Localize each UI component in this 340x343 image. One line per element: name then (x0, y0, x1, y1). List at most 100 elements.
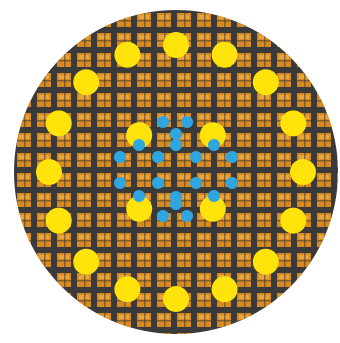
weave-line-v (104, 10, 106, 334)
weave-highlight (79, 35, 89, 39)
inner-blue-dot (181, 210, 193, 222)
weave-tile (17, 93, 31, 107)
weave-tile (57, 293, 71, 307)
weave-tile (17, 73, 31, 87)
weave-line-v (64, 10, 66, 334)
outer-yellow-dot (46, 208, 72, 234)
outer-yellow-dot (114, 276, 140, 302)
weave-tile (57, 13, 71, 27)
weave-tile (257, 333, 271, 343)
weave-line-v (324, 10, 326, 334)
weave-highlight (39, 55, 49, 59)
weave-tile (37, 53, 51, 67)
weave-tile (57, 33, 71, 47)
weave-line-h (14, 20, 338, 22)
weave-tile (317, 313, 331, 327)
outer-yellow-dot (46, 110, 72, 136)
weave-tile (17, 273, 31, 287)
weave-highlight (279, 15, 289, 19)
weave-line-v (84, 10, 86, 334)
weave-tile (17, 13, 31, 27)
weave-tile (317, 253, 331, 267)
weave-highlight (19, 255, 29, 259)
weave-tile (17, 33, 31, 47)
weave-highlight (59, 15, 69, 19)
weave-highlight (239, 15, 249, 19)
weave-line-h (14, 60, 338, 62)
weave-highlight (319, 315, 329, 319)
weave-highlight (19, 315, 29, 319)
weave-tile (277, 33, 291, 47)
weave-highlight (299, 295, 309, 299)
inner-blue-dot (181, 116, 193, 128)
weave-tile (37, 333, 51, 343)
weave-tile (237, 333, 251, 343)
weave-line-v (244, 10, 246, 334)
weave-highlight (99, 15, 109, 19)
outer-yellow-dot (73, 69, 99, 95)
weave-tile (317, 273, 331, 287)
weave-highlight (139, 335, 149, 339)
outer-yellow-dot (163, 32, 189, 58)
weave-tile (317, 53, 331, 67)
weave-tile (317, 333, 331, 343)
outer-yellow-dot (280, 208, 306, 234)
weave-highlight (299, 335, 309, 339)
weave-tile (177, 333, 191, 343)
weave-tile (317, 73, 331, 87)
weave-highlight (119, 335, 129, 339)
weave-highlight (19, 75, 29, 79)
inner-blue-dot (114, 177, 126, 189)
weave-line-h (14, 100, 338, 102)
weave-line-v (204, 10, 206, 334)
weave-tile (37, 33, 51, 47)
weave-line-v (184, 10, 186, 334)
weave-highlight (219, 335, 229, 339)
inner-blue-dot (133, 190, 145, 202)
weave-highlight (319, 95, 329, 99)
weave-highlight (39, 275, 49, 279)
weave-highlight (299, 315, 309, 319)
weave-line-h (14, 240, 338, 242)
weave-highlight (39, 15, 49, 19)
weave-highlight (319, 75, 329, 79)
weave-tile (17, 253, 31, 267)
inner-blue-dot (226, 177, 238, 189)
weave-highlight (59, 315, 69, 319)
weave-highlight (159, 335, 169, 339)
weave-tile (277, 333, 291, 343)
weave-highlight (39, 335, 49, 339)
weave-tile (297, 33, 311, 47)
weave-highlight (199, 335, 209, 339)
weave-highlight (99, 335, 109, 339)
outer-yellow-dot (290, 159, 316, 185)
weave-highlight (279, 315, 289, 319)
weave-highlight (19, 35, 29, 39)
weave-tile (97, 13, 111, 27)
weave-highlight (119, 15, 129, 19)
outer-yellow-dot (36, 159, 62, 185)
outer-yellow-dot (253, 249, 279, 275)
weave-highlight (79, 15, 89, 19)
weave-highlight (319, 35, 329, 39)
weave-highlight (319, 15, 329, 19)
weave-line-v (144, 10, 146, 334)
weave-tile (317, 33, 331, 47)
inner-blue-dot (170, 191, 182, 203)
weave-tile (237, 13, 251, 27)
weave-tile (137, 333, 151, 343)
weave-highlight (299, 35, 309, 39)
inner-blue-dot (190, 177, 202, 189)
outer-yellow-dot (280, 110, 306, 136)
weave-tile (37, 313, 51, 327)
weave-highlight (299, 55, 309, 59)
weave-highlight (39, 295, 49, 299)
inner-blue-dot (170, 128, 182, 140)
weave-tile (297, 313, 311, 327)
weave-tile (97, 333, 111, 343)
weave-line-h (14, 340, 338, 342)
weave-line-v (164, 10, 166, 334)
weave-line-h (14, 180, 338, 182)
weave-highlight (19, 295, 29, 299)
weave-highlight (259, 315, 269, 319)
